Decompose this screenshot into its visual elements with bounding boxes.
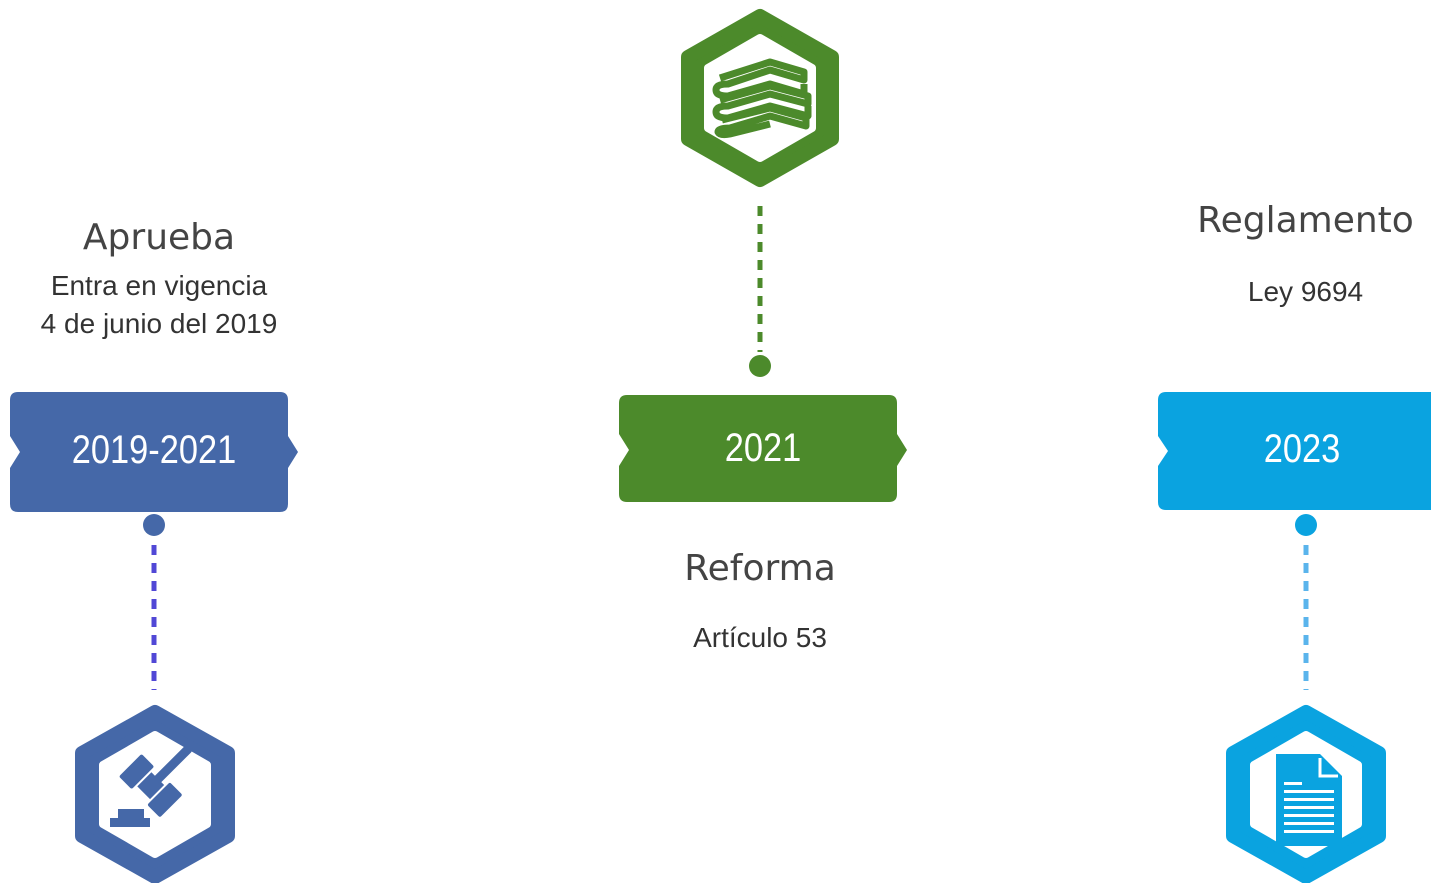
milestone-2-year-label: 2021 <box>724 426 802 470</box>
milestone-1-connector <box>143 514 165 690</box>
milestone-2-subtitle: Artículo 53 <box>693 622 827 653</box>
milestone-1-title: Aprueba <box>82 217 236 258</box>
milestone-1-subtitle-line2: 4 de junio del 2019 <box>40 308 278 339</box>
gavel-icon <box>75 705 235 883</box>
milestone-3-year-tag <box>1158 392 1431 510</box>
milestone-2-connector <box>749 206 771 377</box>
milestone-1-subtitle-line1: Entra en vigencia <box>50 270 268 301</box>
milestone-3-connector <box>1295 514 1317 690</box>
milestone-2-year-tag <box>619 395 907 502</box>
milestone-3-year-label: 2023 <box>1263 427 1341 471</box>
milestone-2-title: Reforma <box>684 548 836 589</box>
books-icon <box>681 9 839 187</box>
milestone-3-title: Reglamento <box>1197 200 1414 241</box>
milestone-1-year-label: 2019-2021 <box>71 428 237 472</box>
milestone-1-year-tag <box>10 392 298 512</box>
milestone-3-subtitle: Ley 9694 <box>1247 276 1364 307</box>
document-icon <box>1226 705 1386 883</box>
